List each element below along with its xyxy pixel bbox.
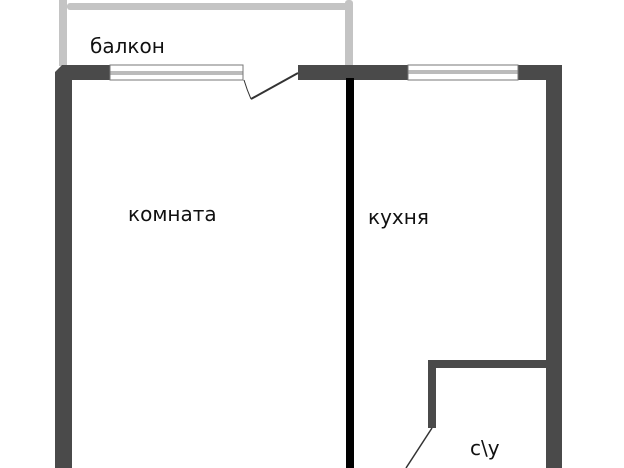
exterior-walls [55,65,562,468]
balcony-door [243,72,299,100]
label-room: комната [128,202,217,226]
left-wall [55,65,110,468]
label-balcony: балкон [90,34,165,58]
bathroom-walls [428,360,548,428]
label-bathroom: c\y [470,436,500,460]
bathroom-door [405,427,433,468]
window-room [109,64,244,81]
window-kitchen [407,64,519,81]
top-wall-segment [298,65,408,80]
partition-wall [346,78,354,468]
balcony-railing [59,0,353,70]
label-kitchen: кухня [368,205,429,229]
right-wall [546,65,562,468]
